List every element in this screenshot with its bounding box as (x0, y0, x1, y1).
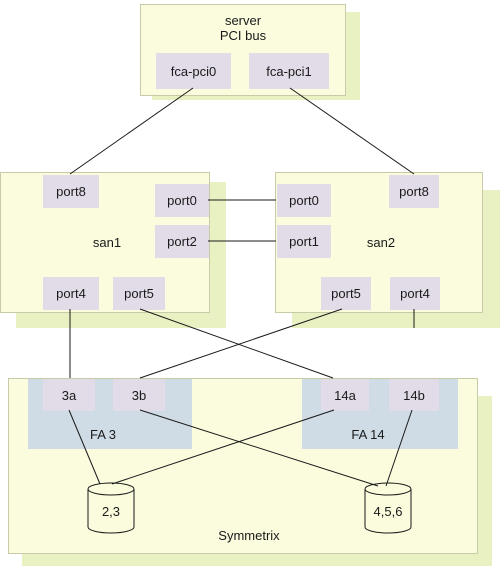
fa3-label: FA 3 (89, 427, 117, 442)
san2-port4[interactable]: port4 (390, 277, 440, 310)
fa3-port-3a[interactable]: 3a (43, 379, 95, 411)
link-fca-pci0-san1-port8 (69, 87, 194, 175)
link-fca-pci1-san2-port8 (289, 87, 415, 175)
san1-port2[interactable]: port2 (155, 225, 209, 258)
san2-port1[interactable]: port1 (277, 225, 331, 258)
disk-2-3-label: 2,3 (101, 504, 121, 519)
san1-box: port8 port0 san1 port2 port4 port5 (0, 172, 210, 313)
fa14-port-14b[interactable]: 14b (389, 379, 439, 411)
disk-4-5-6[interactable]: 4,5,6 (363, 482, 413, 534)
disk-2-3-cylinder-icon (87, 482, 135, 534)
san1-port4[interactable]: port4 (43, 277, 99, 310)
san1-port5[interactable]: port5 (113, 277, 165, 310)
san2-box: port0 port8 port1 san2 port5 port4 (275, 172, 483, 313)
san1-label: san1 (92, 235, 122, 250)
san1-port8[interactable]: port8 (43, 175, 99, 208)
fca-pci1-port[interactable]: fca-pci1 (249, 53, 329, 89)
san2-port8[interactable]: port8 (389, 175, 439, 208)
san2-port5[interactable]: port5 (321, 277, 371, 310)
san1-port0[interactable]: port0 (155, 184, 209, 217)
fa14-port-14a[interactable]: 14a (321, 379, 369, 411)
disk-2-3[interactable]: 2,3 (86, 482, 136, 534)
disk-4-5-6-label: 4,5,6 (373, 504, 403, 519)
server-pci-bus-label: PCI bus (219, 28, 267, 43)
server-box: server PCI bus fca-pci0 fca-pci1 (140, 4, 346, 96)
symmetrix-label: Symmetrix (218, 528, 280, 543)
san2-label: san2 (366, 235, 396, 250)
san2-port0[interactable]: port0 (277, 184, 331, 217)
server-title: server (224, 13, 262, 28)
fa14-label: FA 14 (351, 427, 385, 442)
fa3-port-3b[interactable]: 3b (113, 379, 165, 411)
fca-pci0-port[interactable]: fca-pci0 (156, 53, 231, 89)
